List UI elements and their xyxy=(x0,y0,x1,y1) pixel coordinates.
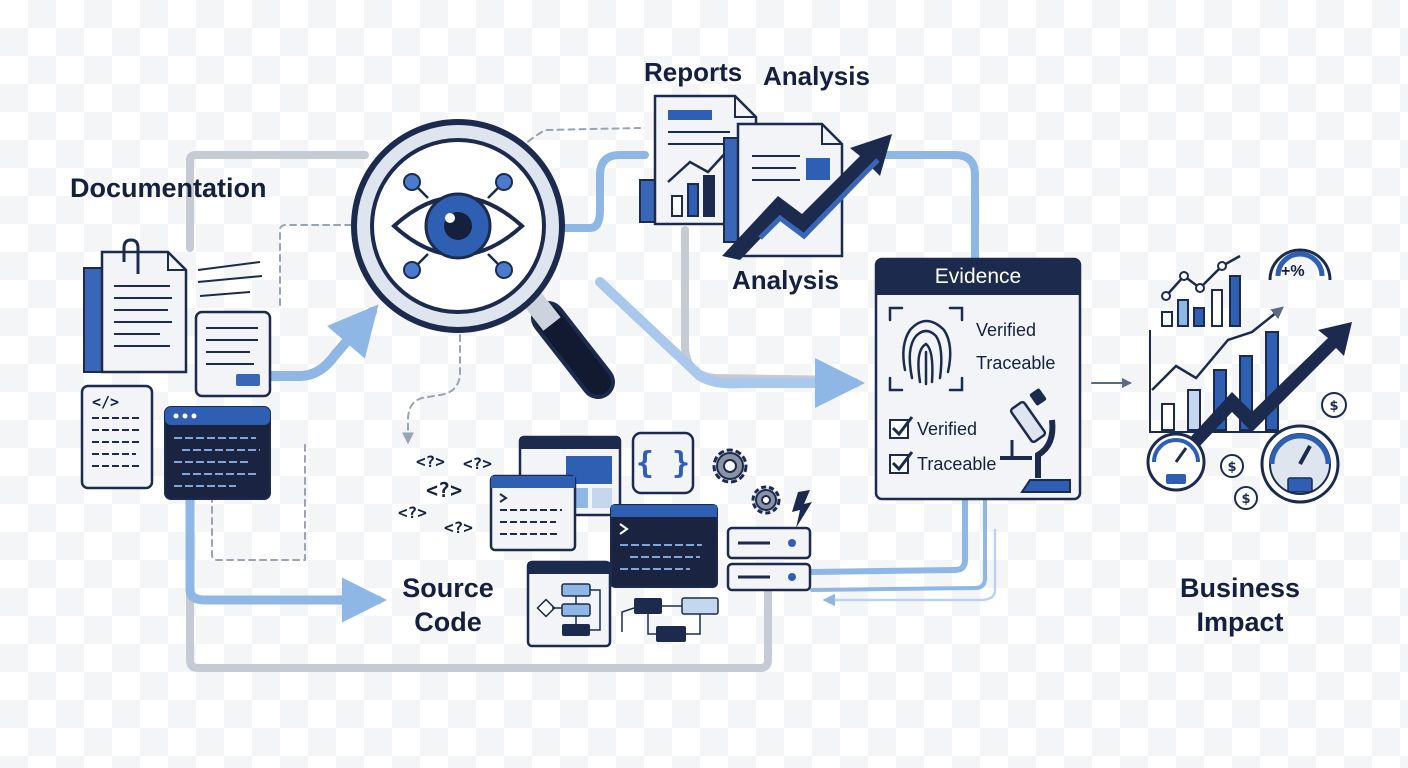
code-window-icon xyxy=(489,435,718,588)
dollar-sign-text: $ $ $ xyxy=(1227,399,1338,507)
evidence-tag-traceable: Traceable xyxy=(976,353,1056,373)
evidence-tag-verified: Verified xyxy=(976,320,1037,340)
growth-arrow-icon xyxy=(722,134,892,260)
braces-box xyxy=(631,431,695,495)
flowchart-icon xyxy=(526,560,719,648)
reports-icon xyxy=(639,94,844,258)
braces-glyph: { } xyxy=(635,445,691,481)
code-glyph: <?> xyxy=(398,503,427,522)
documentation-label: Documentation xyxy=(70,173,267,203)
svg-text:$: $ xyxy=(1227,460,1236,475)
bar-chart-icon xyxy=(1149,254,1352,448)
code-tag-glyph: </> xyxy=(92,393,120,411)
code-glyph: <?> xyxy=(416,452,445,471)
evidence-check-traceable: Traceable xyxy=(917,454,997,474)
svg-text:$: $ xyxy=(1329,399,1338,414)
percent-badge: +% xyxy=(1281,263,1305,280)
code-glyph: <?> xyxy=(444,518,473,537)
evidence-check-verified: Verified xyxy=(917,419,978,439)
business-label-line1: Business xyxy=(1179,573,1301,603)
code-glyph: <?> xyxy=(426,478,463,502)
business-label-line2: Impact xyxy=(1196,607,1284,637)
gauge-icon xyxy=(1146,248,1340,504)
evidence-title: Evidence xyxy=(934,265,1022,288)
magnifier-eye-icon xyxy=(351,119,615,399)
analysis-top-label: Analysis xyxy=(763,61,870,91)
server-icon xyxy=(726,490,812,592)
documents-icon xyxy=(80,238,272,500)
source-label-line1: Source xyxy=(402,573,494,603)
dollar-icon xyxy=(1220,392,1347,510)
source-label-line2: Code xyxy=(414,607,482,637)
code-glyph: <?> xyxy=(463,454,492,473)
analysis-label: Analysis xyxy=(732,265,839,295)
gear-icon xyxy=(712,448,781,515)
reports-label: Reports xyxy=(644,57,743,87)
svg-text:$: $ xyxy=(1241,492,1250,507)
fingerprint-icon xyxy=(888,306,964,392)
microscope-icon xyxy=(1000,388,1071,493)
checkbox-icons xyxy=(889,416,914,474)
